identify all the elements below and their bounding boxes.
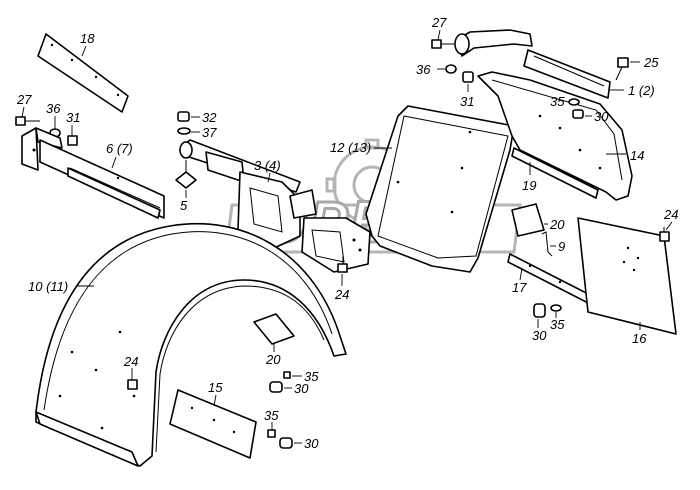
- label-20-right: 20: [549, 217, 565, 232]
- nut-30-bottom: [279, 437, 293, 449]
- label-35-top: 35: [550, 94, 565, 109]
- part-18-plate: [37, 33, 129, 113]
- label-17: 17: [512, 280, 527, 295]
- part-6-bracket: [21, 127, 165, 219]
- label-1: 1 (2): [628, 83, 655, 98]
- part-19-strip: [511, 147, 599, 199]
- bolt-27-top: [431, 39, 454, 49]
- nut-32: [177, 111, 190, 122]
- label-24-bracket: 24: [334, 287, 349, 302]
- part-20-plate-center: [253, 313, 295, 345]
- label-27-top: 27: [431, 15, 447, 30]
- label-20-center: 20: [265, 352, 281, 367]
- label-35-bottom: 35: [264, 408, 279, 423]
- label-9: 9: [558, 239, 565, 254]
- label-30-right: 30: [532, 328, 547, 343]
- part-16-flap: [577, 217, 677, 335]
- nut-30-top: [572, 109, 584, 119]
- label-30-bottom: 30: [304, 436, 319, 451]
- part-5-clip: [175, 160, 197, 189]
- part-3-tube-bracket: [179, 139, 371, 273]
- bolt-25: [615, 57, 629, 81]
- label-36-top: 36: [416, 62, 431, 77]
- washer-35-bottom: [267, 429, 276, 438]
- label-24-left: 24: [123, 354, 138, 369]
- label-37: 37: [202, 125, 217, 140]
- washer-35-top: [568, 98, 580, 106]
- bolt-24-left: [127, 379, 138, 390]
- nut-31-top: [462, 71, 474, 83]
- part-12-mudguard-panel: [365, 105, 515, 273]
- label-15: 15: [208, 380, 223, 395]
- label-16: 16: [632, 331, 647, 346]
- label-3: 3 (4): [254, 158, 281, 173]
- label-30-center: 30: [294, 381, 309, 396]
- label-36-left: 36: [46, 101, 61, 116]
- nut-36-top: [445, 64, 457, 74]
- label-35-center: 35: [304, 369, 319, 384]
- label-12: 12 (13): [330, 140, 371, 155]
- label-27-left: 27: [16, 92, 32, 107]
- label-31-top: 31: [460, 94, 474, 109]
- label-24-right: 24: [663, 207, 678, 222]
- bolt-24-bracket: [337, 256, 348, 273]
- label-5: 5: [180, 198, 188, 213]
- nut-30-right: [533, 303, 546, 318]
- label-18: 18: [80, 31, 95, 46]
- label-19: 19: [522, 178, 536, 193]
- nut-30-center: [269, 381, 283, 393]
- washer-37: [177, 127, 191, 135]
- label-6: 6 (7): [106, 141, 133, 156]
- label-10: 10 (11): [28, 279, 68, 294]
- part-10-rear-fender: [35, 222, 347, 467]
- label-31-left: 31: [66, 110, 80, 125]
- label-14: 14: [630, 148, 644, 163]
- label-35-right: 35: [550, 317, 565, 332]
- label-32: 32: [202, 110, 217, 125]
- bolt-set-left: [15, 116, 78, 146]
- part-20-plate-right: [511, 203, 545, 237]
- part-14-mudguard: [477, 71, 633, 201]
- part-9-clip: [541, 231, 553, 257]
- part-15-plate: [169, 389, 257, 459]
- label-25: 25: [643, 55, 659, 70]
- label-30-top: 30: [594, 109, 609, 124]
- part-1-support-tube: [454, 29, 611, 99]
- bolt-24-right: [659, 227, 670, 242]
- washer-35-center: [283, 371, 291, 379]
- washer-35-right: [550, 304, 562, 312]
